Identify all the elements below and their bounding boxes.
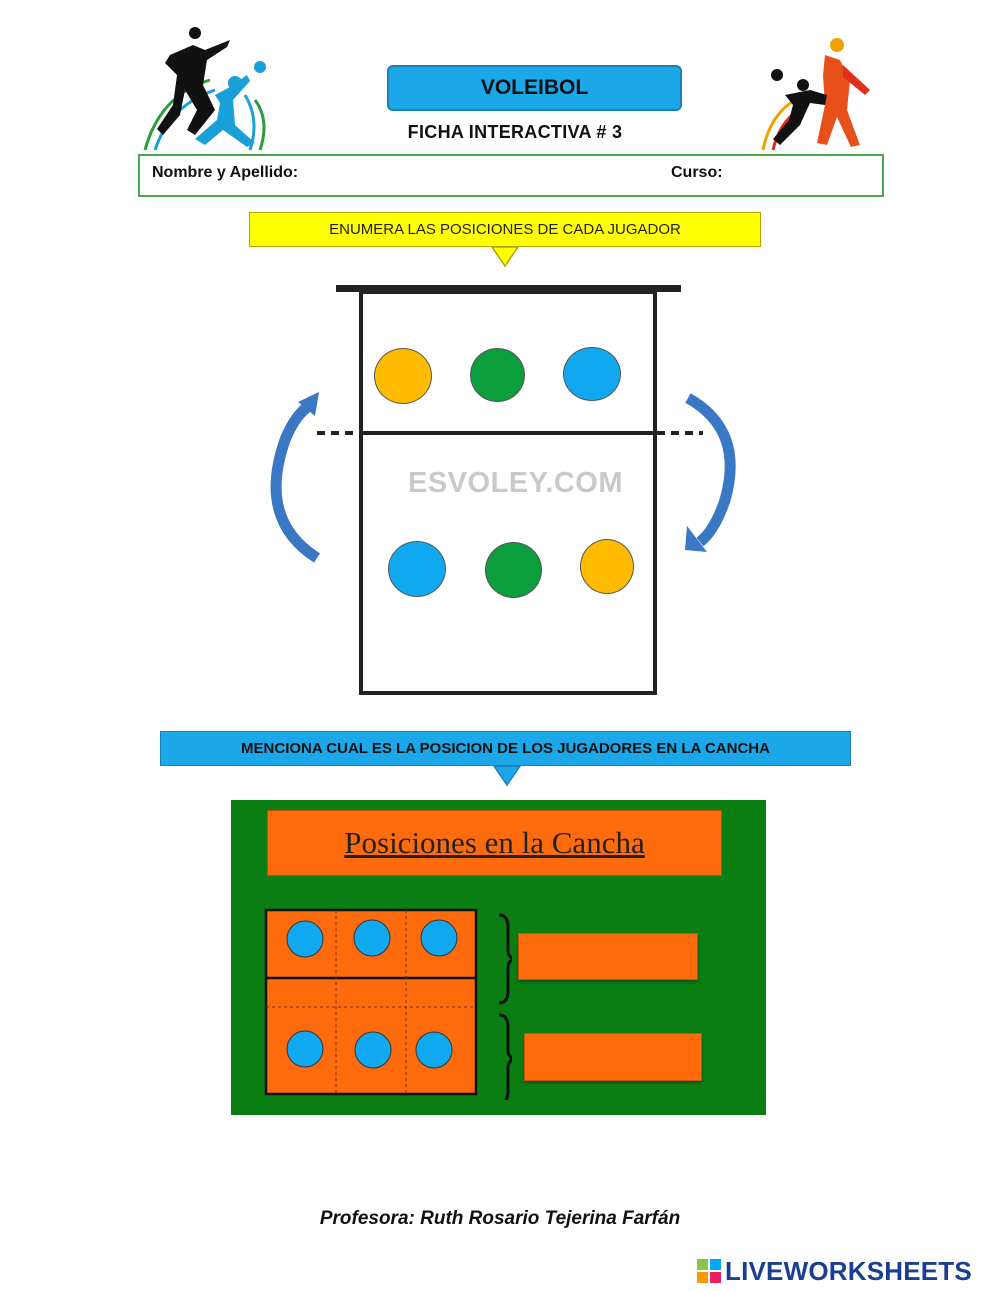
- positions-panel-title: Posiciones en la Cancha: [267, 810, 722, 876]
- worksheet-subtitle: FICHA INTERACTIVA # 3: [407, 122, 623, 142]
- answer-back-row[interactable]: [524, 1033, 702, 1081]
- name-input[interactable]: [345, 160, 659, 190]
- volleyball-court-diagram: [270, 285, 736, 695]
- student-info-box: [138, 154, 884, 197]
- player-circle-front-left: [374, 348, 432, 404]
- mini-court-diagram: [264, 908, 512, 1100]
- answer-front-row[interactable]: [518, 933, 698, 980]
- player-circle-front-center: [470, 348, 525, 402]
- volleyball-players-right-illustration: [761, 38, 870, 151]
- instruction-enumerate: ENUMERA LAS POSICIONES DE CADA JUGADOR: [249, 212, 761, 247]
- worksheet-title: VOLEIBOL: [387, 65, 682, 111]
- liveworksheets-logo-icon: [697, 1259, 721, 1283]
- instruction-name-positions: MENCIONA CUAL ES LA POSICION DE LOS JUGA…: [160, 731, 851, 766]
- player-circle-back-left: [388, 541, 446, 597]
- name-label: Nombre y Apellido:: [152, 164, 299, 181]
- liveworksheets-logo: LIVEWORKSHEETS: [697, 1256, 972, 1286]
- volleyball-players-left-illustration: [143, 27, 266, 151]
- arrow-down-icon: [492, 765, 522, 787]
- liveworksheets-brand: LIVEWORKSHEETS: [725, 1255, 972, 1286]
- watermark-esvoley: ESVOLEY.COM: [408, 467, 623, 499]
- player-circle-back-right: [580, 539, 634, 594]
- player-circle-back-center: [485, 542, 542, 598]
- teacher-credit: Profesora: Ruth Rosario Tejerina Farfán: [319, 1208, 681, 1229]
- course-label: Curso:: [671, 164, 723, 181]
- player-circle-front-right: [563, 347, 621, 401]
- course-input[interactable]: [740, 160, 879, 190]
- arrow-down-icon: [490, 246, 520, 268]
